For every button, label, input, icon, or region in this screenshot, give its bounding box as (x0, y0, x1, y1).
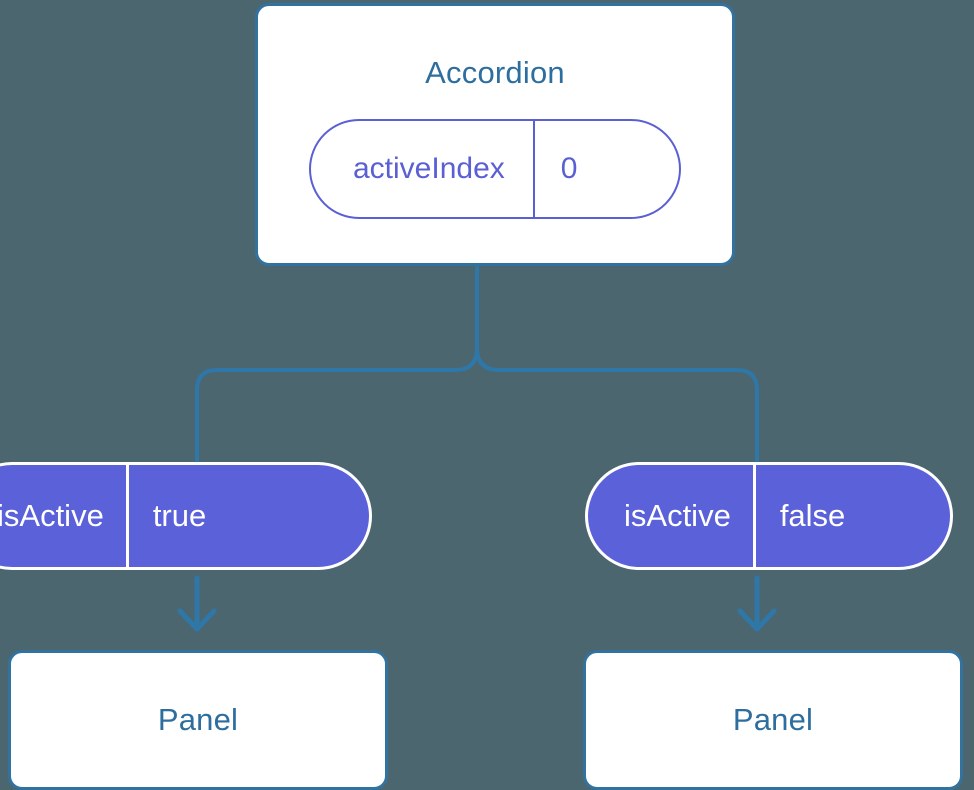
prop-pill-is-active-false[interactable]: isActive false (585, 462, 953, 570)
panel-node-left[interactable]: Panel (8, 650, 388, 790)
prop-value-label: true (125, 465, 244, 567)
prop-pill-active-index[interactable]: activeIndex 0 (309, 119, 681, 219)
prop-value-label: 0 (532, 121, 620, 217)
panel-node-right[interactable]: Panel (583, 650, 963, 790)
edge-root-branch-bracket (195, 266, 479, 464)
diagram-canvas: Accordion activeIndex 0 isActive true Pa… (0, 3, 963, 790)
prop-key-label: isActive (624, 498, 731, 533)
edge-pill-to-panel-left (177, 575, 217, 632)
prop-pill-is-active-true[interactable]: isActive true (0, 462, 372, 570)
edge-root-branch-bracket-right (475, 346, 759, 464)
prop-key-label: activeIndex (353, 152, 505, 185)
panel-node-title: Panel (157, 702, 239, 737)
panel-node-title: Panel (732, 702, 814, 737)
prop-key-label: isActive (0, 498, 104, 533)
edge-pill-to-panel-right (737, 575, 777, 632)
accordion-node-title: Accordion (425, 55, 565, 90)
prop-value-label: false (752, 465, 883, 567)
